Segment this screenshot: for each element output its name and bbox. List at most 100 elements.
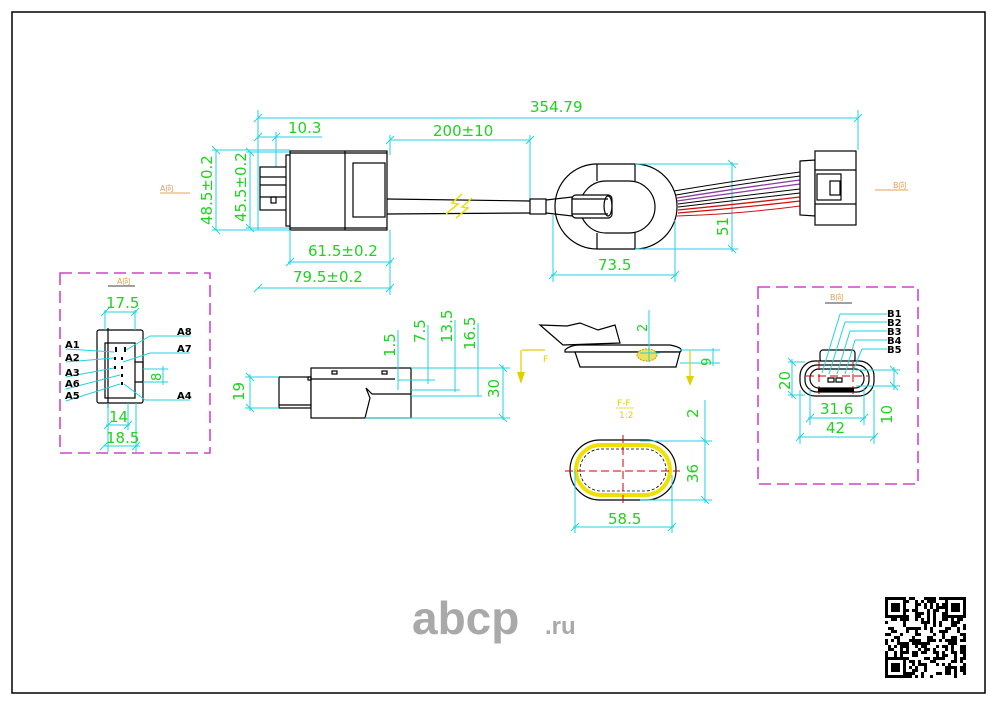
qr-module xyxy=(903,600,906,603)
qr-module xyxy=(930,606,933,609)
section-ff: F-F 1:2 36 2 58.5 xyxy=(565,399,712,533)
qr-module xyxy=(942,657,945,660)
qr-module xyxy=(942,597,945,600)
qr-module xyxy=(951,636,954,639)
pin-label-b5: B5 xyxy=(887,345,902,356)
view-b-window xyxy=(757,286,919,485)
qr-module xyxy=(894,606,897,609)
qr-code xyxy=(885,597,966,678)
qr-module xyxy=(957,627,960,630)
qr-module xyxy=(939,672,942,675)
qr-module xyxy=(894,609,897,612)
qr-module xyxy=(942,636,945,639)
qr-module xyxy=(885,666,888,669)
qr-module xyxy=(912,627,915,630)
dim-section-height: 36 xyxy=(684,464,702,483)
qr-module xyxy=(945,600,948,603)
dim-latch-offset: 10.3 xyxy=(288,119,321,137)
qr-module xyxy=(930,639,933,642)
qr-module xyxy=(891,603,894,606)
qr-module xyxy=(954,660,957,663)
qr-module xyxy=(963,612,966,615)
qr-module xyxy=(900,633,903,636)
qr-module xyxy=(954,669,957,672)
pin-label-b3: B3 xyxy=(887,327,902,338)
qr-module xyxy=(930,600,933,603)
dim-b-pin-span: 31.6 xyxy=(820,400,853,418)
wire-red xyxy=(677,196,801,211)
qr-module xyxy=(942,654,945,657)
qr-module xyxy=(915,630,918,633)
qr-module xyxy=(900,651,903,654)
qr-module xyxy=(888,615,891,618)
qr-module xyxy=(885,669,888,672)
qr-module xyxy=(927,642,930,645)
qr-module xyxy=(912,654,915,657)
qr-module xyxy=(954,675,957,678)
qr-module xyxy=(942,612,945,615)
qr-module xyxy=(885,654,888,657)
qr-module xyxy=(885,642,888,645)
qr-module xyxy=(921,600,924,603)
qr-module xyxy=(915,603,918,606)
qr-module xyxy=(954,657,957,660)
qr-module xyxy=(954,636,957,639)
qr-module xyxy=(954,672,957,675)
qr-module xyxy=(900,657,903,660)
qr-module xyxy=(918,612,921,615)
qr-module xyxy=(933,624,936,627)
qr-module xyxy=(963,606,966,609)
qr-module xyxy=(945,612,948,615)
qr-module xyxy=(954,666,957,669)
qr-module xyxy=(951,645,954,648)
view-b-arrow-label: B向 xyxy=(893,180,907,190)
qr-module xyxy=(897,666,900,669)
dim-section-top: 2 xyxy=(684,408,702,418)
qr-module xyxy=(945,648,948,651)
qr-module xyxy=(963,600,966,603)
qr-module xyxy=(906,600,909,603)
dim-side-3: 13.5 xyxy=(438,310,456,343)
qr-module xyxy=(963,636,966,639)
qr-module xyxy=(897,639,900,642)
qr-module xyxy=(888,633,891,636)
qr-module xyxy=(954,621,957,624)
qr-module xyxy=(915,600,918,603)
qr-module xyxy=(921,645,924,648)
qr-module xyxy=(903,669,906,672)
qr-module xyxy=(918,627,921,630)
qr-module xyxy=(927,648,930,651)
qr-module xyxy=(948,639,951,642)
qr-module xyxy=(906,618,909,621)
qr-module xyxy=(912,642,915,645)
qr-module xyxy=(918,648,921,651)
qr-module xyxy=(954,597,957,600)
qr-module xyxy=(897,636,900,639)
qr-module xyxy=(891,675,894,678)
dim-grommet-width: 73.5 xyxy=(598,256,631,274)
qr-module xyxy=(951,651,954,654)
qr-module xyxy=(945,618,948,621)
qr-module xyxy=(921,651,924,654)
qr-module xyxy=(954,609,957,612)
qr-module xyxy=(906,627,909,630)
qr-module xyxy=(906,609,909,612)
qr-module xyxy=(957,621,960,624)
qr-module xyxy=(942,615,945,618)
qr-module xyxy=(936,606,939,609)
qr-module xyxy=(888,648,891,651)
qr-module xyxy=(906,651,909,654)
qr-module xyxy=(927,621,930,624)
qr-module xyxy=(903,675,906,678)
qr-module xyxy=(903,624,906,627)
qr-module xyxy=(957,618,960,621)
qr-module xyxy=(927,615,930,618)
qr-module xyxy=(930,627,933,630)
qr-module xyxy=(897,615,900,618)
qr-module xyxy=(963,672,966,675)
qr-module xyxy=(948,597,951,600)
qr-module xyxy=(927,618,930,621)
qr-module xyxy=(903,657,906,660)
qr-module xyxy=(927,657,930,660)
qr-module xyxy=(885,609,888,612)
